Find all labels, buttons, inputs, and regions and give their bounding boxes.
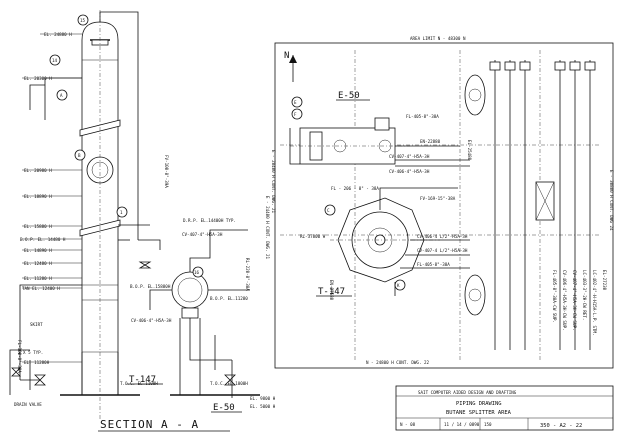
title-line-1: SAIT COMPUTER AIDED DESIGN AND DRAFTING: [418, 390, 517, 395]
plan-cv3-label: CV-406-4 L/2"-H5A-3H: [417, 234, 468, 239]
plan-en1: EN-22880: [420, 139, 441, 144]
column-t147-plan: [330, 187, 470, 296]
callout-bubbles: 15 14 A B 1 16: [49, 14, 204, 278]
title-sheet: 150: [484, 422, 492, 427]
bop2-label: B.O.P. EL.15880H: [130, 284, 171, 289]
section-title: SECTION A - A: [100, 418, 199, 431]
bop3-label: B.O.P. EL.11280: [210, 296, 248, 301]
elevation-h: EL. 11280H: [24, 360, 50, 365]
north-label: N: [284, 51, 289, 61]
plan-fv2-label: FL-405-8"-38A: [417, 262, 450, 267]
elevation-tan: TAN EL. 12400 H: [22, 286, 60, 291]
bubble-2: 14: [52, 58, 58, 63]
cv1-label: CV-407-4"-H5A-3H: [182, 232, 223, 237]
rl-label: RL-220-8"-38A: [245, 258, 250, 291]
elevation-c: EL. 18890 H: [24, 194, 52, 199]
title-line-2: PIPING DRAWING: [456, 401, 501, 407]
e2-label: E - 24400 H CONT. DWG. 21: [265, 196, 270, 260]
elevation-skirt-b: EL. 9800 H: [250, 396, 276, 401]
column-t147: [60, 10, 140, 420]
plan-bubble-2: F: [294, 112, 297, 117]
toc2-label: T.O.C. EL.1000H: [210, 381, 248, 386]
plan-bubble-1: E: [294, 100, 297, 105]
plan-rl-label: RL-37800 H: [300, 234, 326, 239]
plan-fl2-label: FL - 206 - 8" - 38A: [331, 186, 379, 191]
vert-label-4: LC-403-3"-2H-CW RET.: [582, 270, 587, 320]
plan-cv4-label: CV-407-4 L/2"-H5A-3H: [417, 248, 468, 253]
elevation-toc: T.O.C. EL.1100H: [120, 381, 158, 386]
plan-view: AREA LIMIT N - 48300 N N - 24800 H CONT.…: [271, 36, 614, 369]
elevation-f: EL. 12480 H: [24, 261, 52, 266]
plan-cv2-label: CV-406-4"-H5A-3H: [389, 169, 430, 174]
plan-fl-label: FL-405-8"-38A: [406, 114, 439, 119]
elevation-g2: EL. 11280 H: [24, 276, 52, 281]
title-line-3: BUTANE SPLITTER AREA: [446, 410, 512, 416]
plan-bubble-4: K: [397, 283, 400, 288]
plan-column-tag: T-147: [318, 287, 345, 297]
elevation-bop: B.O.P. EL. 14480 H: [20, 237, 66, 242]
vert-label-1: FL-405-8"-38A-CW SUP.: [552, 270, 557, 323]
north-arrow: N: [284, 51, 297, 82]
bubble-3: A: [60, 93, 63, 98]
plan-en2: EL-25480: [467, 140, 472, 161]
elevation-b: EL. 20980 H: [24, 168, 52, 173]
line-label-v2: FL-100-8"-38A: [17, 340, 22, 373]
vert-label-2: CV-406-4"-H5A-3H-CW SUP.: [562, 270, 567, 331]
section-view: EL. 24880 H EL. 20300 H EL. 20980 H EL. …: [9, 10, 276, 432]
plan-bubble-3: C: [327, 208, 330, 213]
exchanger-e50-section: [149, 229, 260, 398]
dp-label: D.R.P. EL.14400H TYP.: [183, 218, 236, 223]
elevation-e: EL. 14890 H: [24, 248, 52, 253]
elevation-markers: [22, 33, 82, 363]
exchanger-e50-plan: [289, 117, 470, 167]
valves: [11, 261, 236, 386]
plan-top-label: AREA LIMIT N - 48300 N: [410, 36, 466, 41]
bubble-4: B: [78, 153, 81, 158]
plan-vessels: [464, 74, 555, 316]
elevation-d: EL. 15880 H: [24, 224, 52, 229]
plan-exchanger-tag: E-50: [338, 91, 360, 101]
vert-label-3: CV-407-4"-H5A-3H-CW SUP.: [572, 270, 577, 331]
plan-cv1-label: CV-407-4"-H5A-3H: [389, 154, 430, 159]
elevation-top: EL. 24880 H: [44, 32, 72, 37]
plan-bubbles: E F C K: [291, 96, 406, 291]
plan-left-label: E - 28400 H CONT. DWG. 21: [271, 150, 276, 214]
title-date: 11 / 14 / 0890: [444, 422, 480, 427]
bubble-6: 16: [194, 270, 200, 275]
line-label-v1: FV-100-8"-39A: [164, 155, 169, 188]
plan-right-label: E - 30800 H CONT. DWG 24: [609, 170, 614, 231]
title-dwg-no: 350 - A2 - 22: [540, 423, 582, 429]
elevation-ez: 2 X 5 TYP.: [18, 350, 43, 355]
title-scale: N - 08: [400, 422, 416, 427]
elevation-a: EL. 20300 H: [24, 76, 52, 81]
plan-fv-label: FV-169-15"-38A: [420, 196, 456, 201]
bubble-5: 1: [120, 210, 123, 215]
plan-en3: EN-37580: [329, 280, 334, 301]
drain-valve-label: DRAIN VALVE: [14, 402, 42, 407]
plan-bottom-label: N - 24800 H CONT. DWG. 22: [366, 360, 430, 365]
vert-label-5: LC-402-4"-H-H15A-L.P. STM.: [592, 270, 597, 336]
exchanger-tag: E-50: [213, 403, 235, 413]
cv2-label: CV-406-4"-H5A-3H: [131, 318, 172, 323]
column-tag: T-147: [129, 375, 156, 385]
pipe-rack-lines: [489, 60, 596, 350]
plan-en4: EL-27230: [602, 270, 607, 291]
bubble-1: 15: [80, 18, 86, 23]
elevation-skirt: SKIRT: [30, 322, 43, 327]
title-block: SAIT COMPUTER AIDED DESIGN AND DRAFTING …: [395, 385, 614, 431]
elevation-els: EL. 5000 H: [250, 404, 276, 409]
